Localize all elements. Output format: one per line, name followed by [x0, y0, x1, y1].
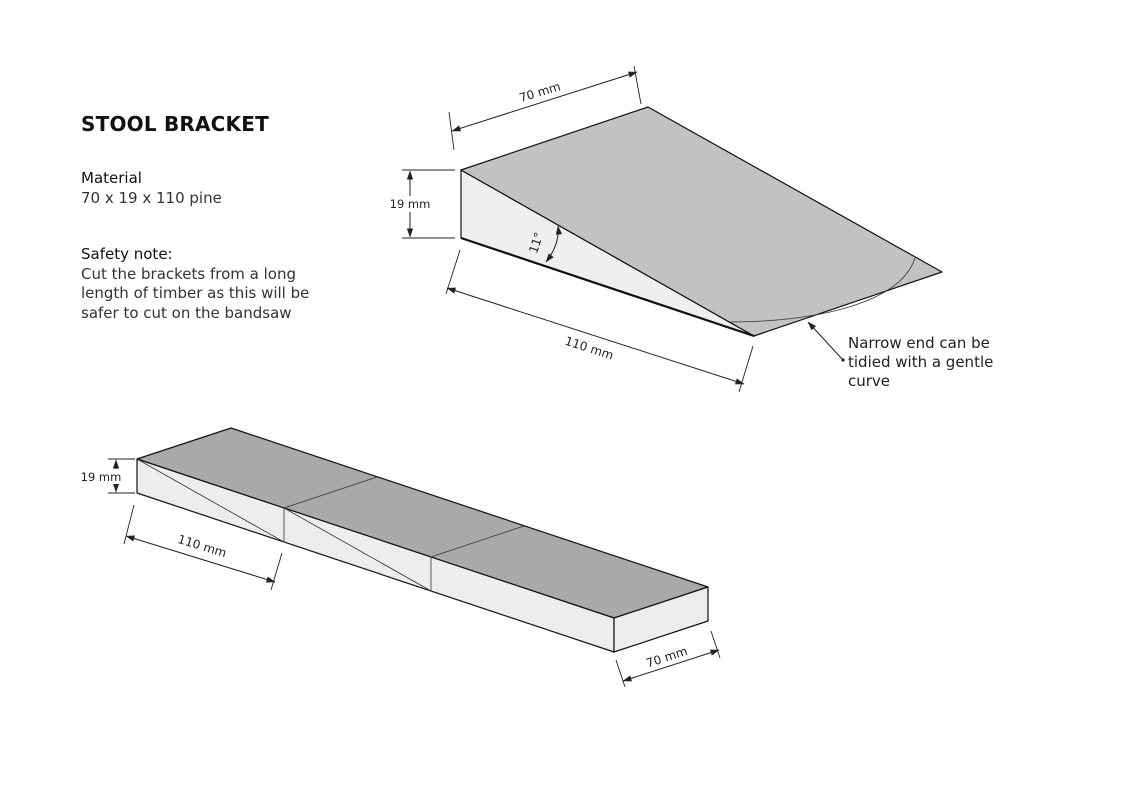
curve-note-line-3: curve — [848, 372, 890, 390]
timber-top-face — [136, 427, 709, 619]
material-heading: Material — [81, 169, 142, 187]
material-spec: 70 x 19 x 110 pine — [81, 188, 222, 207]
angle-arc — [545, 225, 563, 263]
curve-note-line-2: tidied with a gentle — [848, 353, 993, 371]
timber-end-face — [613, 586, 709, 653]
timber-dim-height-19: 19 mm — [78, 458, 135, 494]
bracket-wedge — [460, 106, 943, 338]
dim-width-label: 70 mm — [517, 79, 562, 105]
dim-length-label: 110 mm — [563, 334, 615, 363]
curve-note: Narrow end can be tidied with a gentle c… — [848, 334, 998, 390]
safety-note-line-3: safer to cut on the bandsaw — [81, 303, 292, 322]
page-title: STOOL BRACKET — [81, 112, 269, 136]
safety-note-line-2: length of timber as this will be — [81, 284, 310, 302]
curve-note-leader — [807, 321, 845, 362]
safety-note-line-1: Cut the brackets from a long — [81, 264, 296, 283]
timber-dim-height-label: 19 mm — [81, 470, 122, 484]
material-block: Material 70 x 19 x 110 pine — [81, 169, 222, 208]
dim-height-19: 19 mm — [385, 169, 455, 239]
bracket-end-curve — [729, 257, 916, 323]
dim-angle-label: 11° — [526, 230, 546, 255]
dim-height-label: 19 mm — [390, 197, 431, 211]
safety-note-heading: Safety note: — [81, 245, 173, 263]
timber-dim-length-label: 110 mm — [176, 532, 228, 560]
safety-note-block: Safety note: Cut the brackets from a lon… — [81, 245, 351, 323]
timber-block — [136, 427, 709, 653]
curve-note-line-1: Narrow end can be — [848, 334, 990, 352]
